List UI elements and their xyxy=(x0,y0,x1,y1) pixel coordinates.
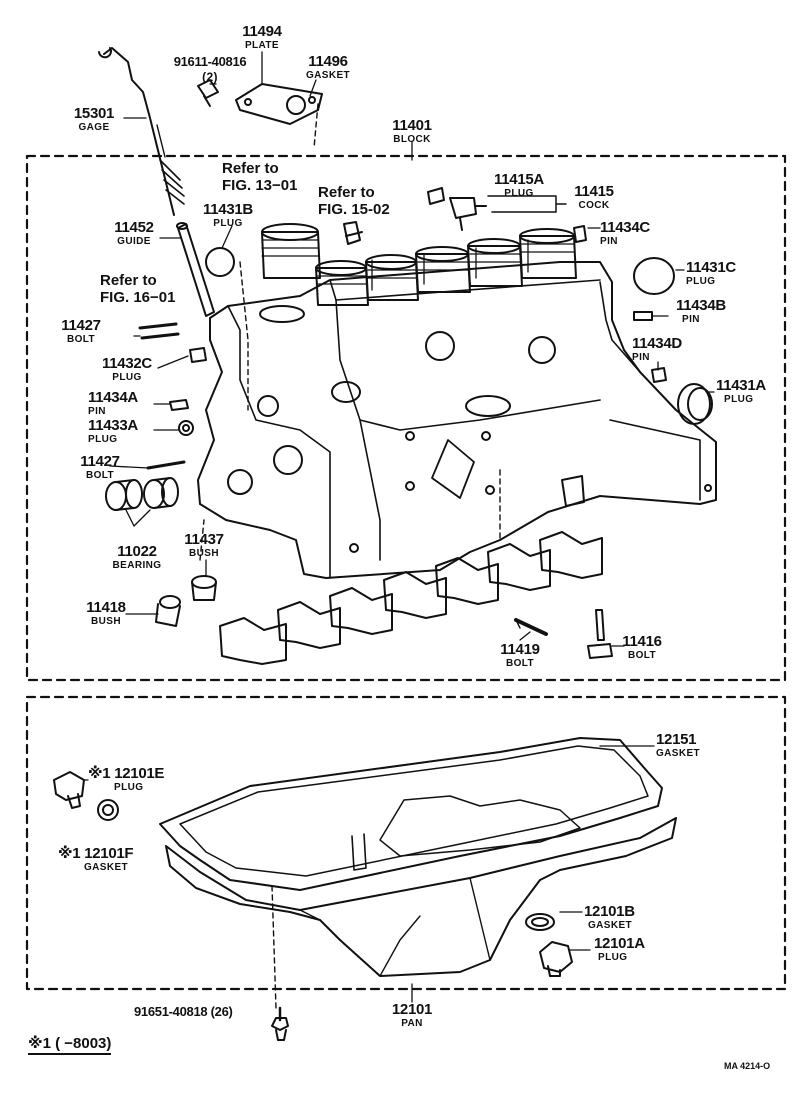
plug-11431A xyxy=(677,383,713,425)
cock-15-02 xyxy=(343,221,363,245)
block-group-border xyxy=(25,154,787,682)
drain-cock xyxy=(427,187,487,231)
footnote: ※1 ( −8003) xyxy=(28,1036,112,1055)
gasket-12101F xyxy=(97,799,119,821)
fig16-leader xyxy=(199,519,205,561)
label-91651-40818: 91651-40818 (26) xyxy=(134,1004,233,1019)
pan-gasket xyxy=(159,737,663,891)
label-91611-40816: 91611-40816(2) xyxy=(173,54,247,84)
screw-91611 xyxy=(197,79,219,107)
bush-11437 xyxy=(191,575,217,601)
bolt-11419 xyxy=(514,618,548,636)
gage-guide xyxy=(176,222,215,317)
drawing-code: MA 4214-O xyxy=(724,1061,771,1071)
dipstick-gage xyxy=(98,47,185,216)
pistons xyxy=(261,223,577,306)
bolt-11427a xyxy=(138,322,180,340)
pan-bolt-leader xyxy=(271,885,277,1009)
cock-bracket xyxy=(487,195,567,213)
cover-plate xyxy=(235,83,323,125)
bolt-91651 xyxy=(271,1006,289,1041)
bush-11418 xyxy=(155,595,181,627)
engine-block xyxy=(197,239,717,579)
pin-11434B xyxy=(633,311,653,321)
main-bearing-caps xyxy=(219,531,603,665)
pin-11434C xyxy=(573,225,587,243)
plug-11432C xyxy=(189,347,207,363)
plug-12101E xyxy=(53,771,85,809)
bearing-11022 xyxy=(105,477,179,511)
pan-group-border xyxy=(25,695,787,991)
plug-leader xyxy=(239,261,249,411)
plug-11433A xyxy=(178,420,194,436)
plug-11431B xyxy=(205,247,235,277)
gasket-12101B xyxy=(525,913,555,931)
bolt-11427b xyxy=(146,460,186,470)
bolt-11416 xyxy=(587,609,613,659)
plug-12101A xyxy=(539,941,573,977)
plug-11431C xyxy=(633,257,675,295)
leader-lines xyxy=(83,51,715,1003)
pin-11434D xyxy=(651,367,667,383)
pin-11434A xyxy=(169,399,189,411)
plate-leader xyxy=(313,103,319,149)
